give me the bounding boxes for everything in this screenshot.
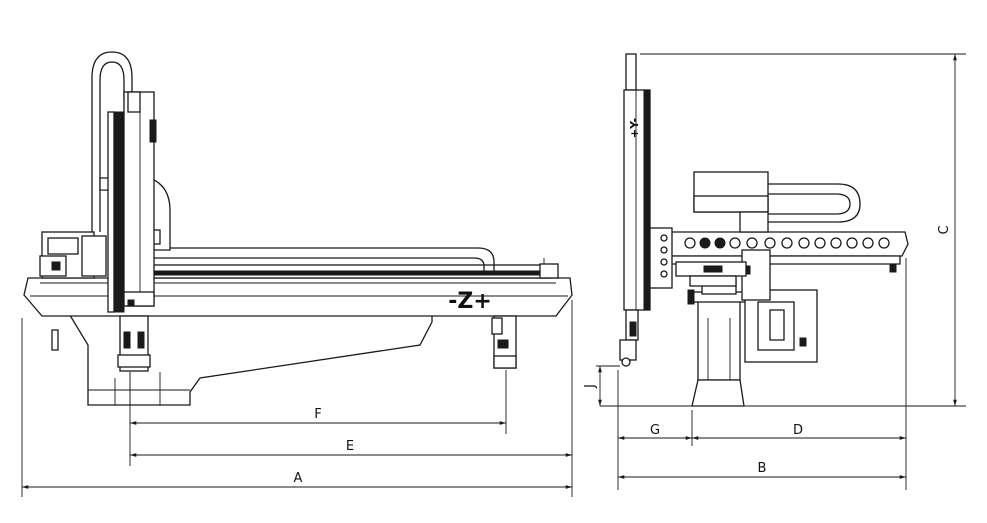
axis-z-label: -Z+ [448, 289, 492, 314]
dimension-j: J [583, 384, 598, 389]
dimension-c: C [937, 225, 952, 234]
axis-y-label: +Y- [628, 118, 641, 138]
dimension-d: D [793, 423, 803, 438]
front-view: -Z+ F E A [21, 51, 573, 497]
beam-holes [684, 237, 890, 249]
dimension-e: E [346, 439, 354, 454]
side-view: +Y- C J G D B [583, 53, 966, 490]
dimension-f: F [314, 407, 321, 422]
dimension-a: A [294, 471, 303, 486]
dimension-g: G [650, 423, 660, 438]
dimension-b: B [758, 461, 767, 476]
